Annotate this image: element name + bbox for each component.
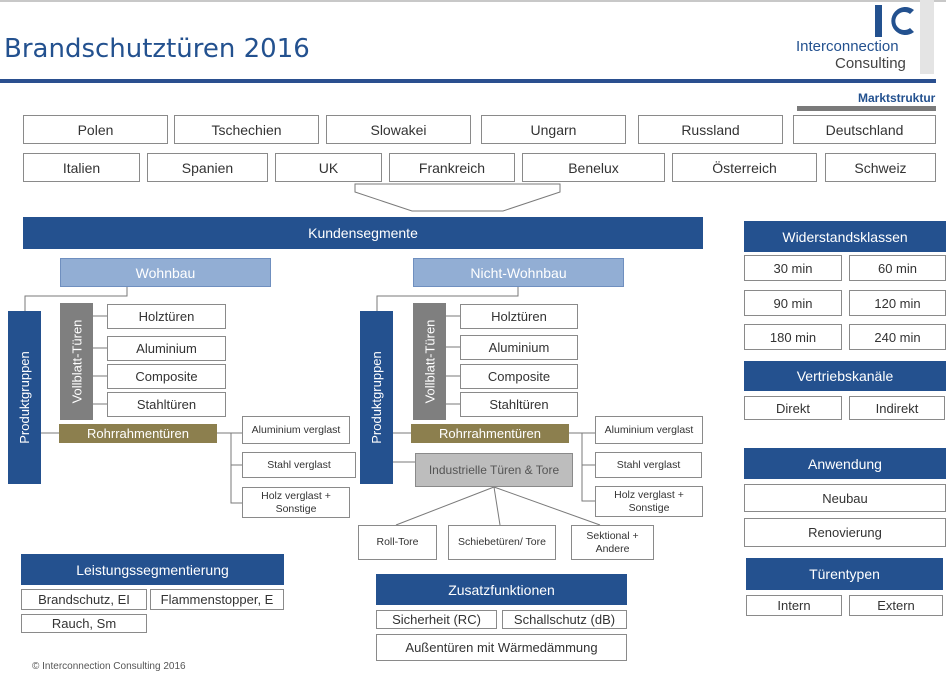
industrie-label: Industrielle Türen & Tore [415,453,573,487]
kundensegmente-header: Kundensegmente [23,217,703,249]
ic-logo-icon [875,5,914,37]
vollblatt-label: Vollblatt-Türen [60,303,93,420]
rohr-item: Stahl verglast [242,452,356,478]
tuerentypen-item: Intern [746,595,842,616]
nichtwohnbau-header: Nicht-Wohnbau [413,258,624,287]
widerstand-header: Widerstandsklassen [744,221,946,252]
widerstand-item: 30 min [744,255,842,281]
country-box: Spanien [147,153,268,182]
country-box: Italien [23,153,140,182]
footer-copyright: © Interconnection Consulting 2016 [32,661,186,672]
product-box: Stahltüren [107,392,226,417]
zusatz-header: Zusatzfunktionen [376,574,627,605]
country-box: Polen [23,115,168,144]
country-box: Ungarn [481,115,626,144]
country-box: Schweiz [825,153,936,182]
country-box: Slowakei [326,115,471,144]
vertrieb-item: Indirekt [849,396,945,420]
leistung-header: Leistungssegmentierung [21,554,284,585]
widerstand-item: 60 min [849,255,946,281]
country-box: UK [275,153,382,182]
rohrrahmen-label: Rohrrahmentüren [59,424,217,443]
vertrieb-item: Direkt [744,396,842,420]
product-box: Composite [107,364,226,389]
product-box: Composite [460,364,578,389]
country-box: Deutschland [793,115,936,144]
widerstand-item: 120 min [849,290,946,316]
product-box: Holztüren [460,304,578,329]
product-box: Aluminium [460,335,578,360]
widerstand-item: 240 min [849,324,946,350]
anwendung-item: Neubau [744,484,946,512]
product-box: Stahltüren [460,392,578,417]
top-line [0,0,946,2]
logo-line1: Interconnection [796,38,899,55]
tuerentypen-item: Extern [849,595,943,616]
section-label: Marktstruktur [858,91,936,105]
industrie-item: Sektional + Andere [571,525,654,560]
industrie-item: Roll-Tore [358,525,437,560]
rohr-item: Holz verglast + Sonstige [595,486,703,517]
tuerentypen-header: Türentypen [746,558,943,590]
zusatz-item: Schallschutz (dB) [502,610,627,629]
country-box: Russland [638,115,783,144]
rohr-item: Aluminium verglast [595,416,703,444]
page-title: Brandschutztüren 2016 [4,34,310,64]
industrie-item: Schiebetüren/ Tore [448,525,556,560]
produktgruppen-label: Produktgruppen [360,311,393,484]
zusatz-item: Außentüren mit Wärmedämmung [376,634,627,661]
section-bar [797,106,936,111]
anwendung-item: Renovierung [744,518,946,547]
vollblatt-label: Vollblatt-Türen [413,303,446,420]
country-box: Österreich [672,153,817,182]
zusatz-item: Sicherheit (RC) [376,610,497,629]
anwendung-header: Anwendung [744,448,946,479]
country-box: Frankreich [389,153,515,182]
title-rule [0,79,936,83]
vertrieb-header: Vertriebskanäle [744,361,946,391]
rohrrahmen-label: Rohrrahmentüren [411,424,569,443]
leistung-item: Flammenstopper, E [150,589,284,610]
wohnbau-header: Wohnbau [60,258,271,287]
leistung-item: Brandschutz, EI [21,589,147,610]
rohr-item: Stahl verglast [595,452,702,478]
produktgruppen-label: Produktgruppen [8,311,41,484]
widerstand-item: 90 min [744,290,842,316]
rohr-item: Aluminium verglast [242,416,350,444]
country-box: Tschechien [174,115,319,144]
country-box: Benelux [522,153,665,182]
logo-line2: Consulting [835,55,906,72]
logo-bar [920,0,934,74]
widerstand-item: 180 min [744,324,842,350]
product-box: Aluminium [107,336,226,361]
product-box: Holztüren [107,304,226,329]
rohr-item: Holz verglast + Sonstige [242,487,350,518]
leistung-item: Rauch, Sm [21,614,147,633]
